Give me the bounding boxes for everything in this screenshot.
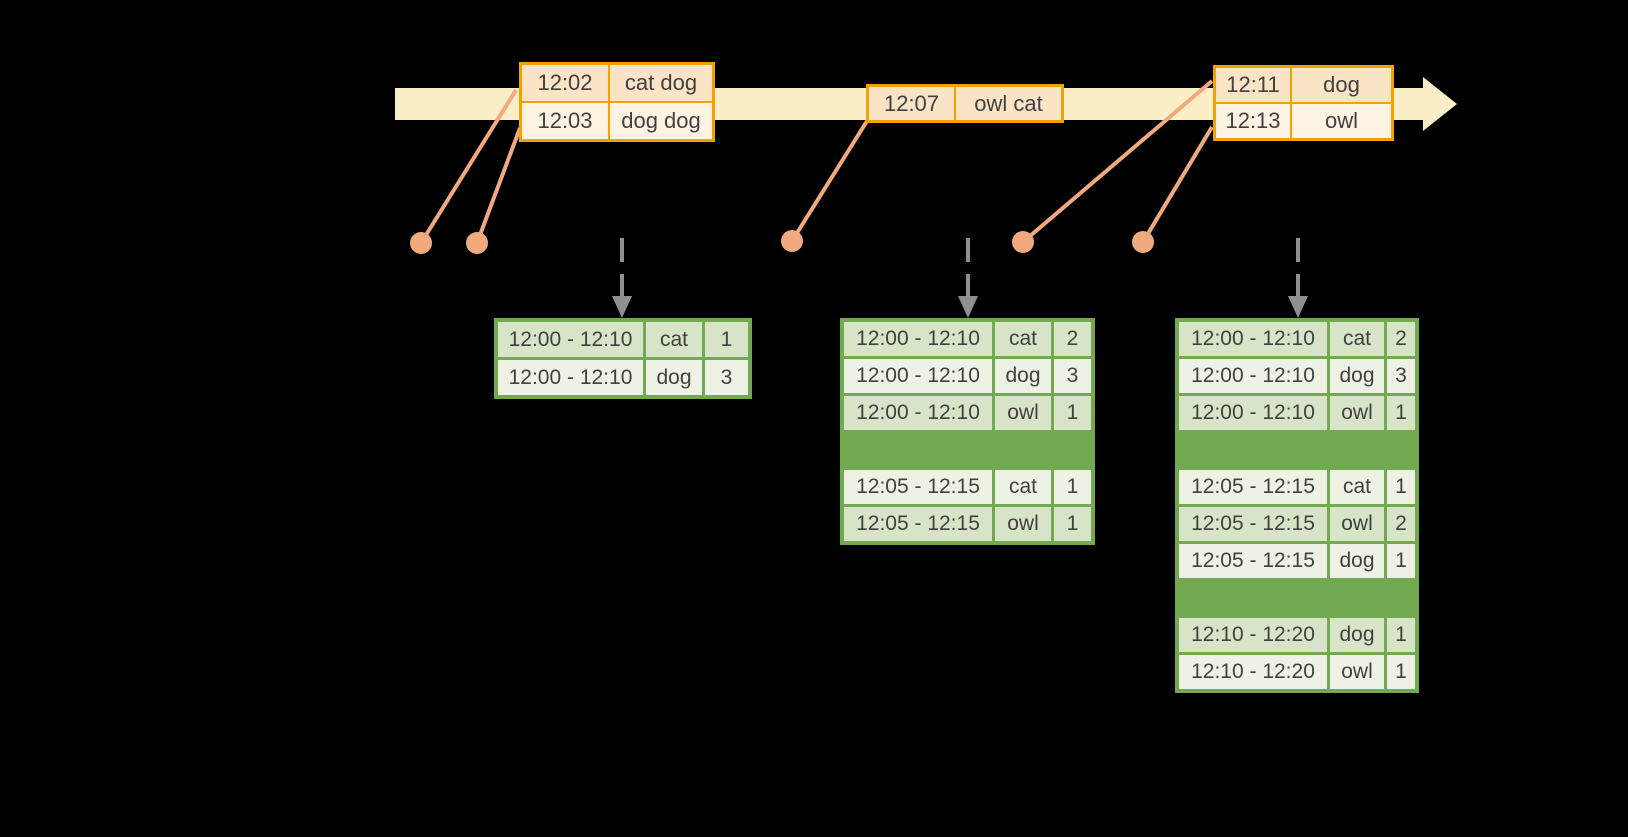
event-words-cell: owl cat	[956, 87, 1061, 120]
count-cell: 1	[1387, 470, 1415, 504]
event-dot-icon	[1012, 231, 1034, 253]
count-cell: 2	[1054, 322, 1091, 356]
word-cell: dog	[995, 359, 1051, 393]
trigger-arrows	[612, 238, 1308, 318]
event-table-1207: 12:07 owl cat	[866, 84, 1064, 123]
window-group-separator	[1179, 581, 1415, 585]
window-group-separator	[1179, 433, 1415, 437]
count-cell: 1	[1387, 396, 1415, 430]
window-cell: 12:05 - 12:15	[844, 470, 992, 504]
window-cell: 12:05 - 12:15	[1179, 544, 1327, 578]
event-words-cell: owl	[1292, 104, 1391, 138]
event-words-cell: dog	[1292, 68, 1391, 102]
count-cell: 1	[1387, 618, 1415, 652]
event-words-cell: dog dog	[610, 103, 712, 139]
count-cell: 3	[1387, 359, 1415, 393]
window-cell: 12:00 - 12:10	[498, 360, 643, 395]
event-dot-icon	[410, 232, 432, 254]
event-connector-line	[1141, 125, 1214, 244]
event-time-cell: 12:11	[1216, 68, 1290, 102]
word-cell: dog	[1330, 359, 1384, 393]
timeline-arrowhead-icon	[1423, 77, 1457, 131]
window-cell: 12:05 - 12:15	[1179, 507, 1327, 541]
trigger-arrowhead-icon	[958, 296, 978, 318]
count-cell: 3	[1054, 359, 1091, 393]
word-cell: cat	[1330, 470, 1384, 504]
event-connector-line	[419, 88, 518, 245]
count-cell: 1	[1387, 655, 1415, 689]
event-time-cell: 12:03	[522, 103, 608, 139]
word-cell: owl	[1330, 396, 1384, 430]
word-cell: cat	[995, 470, 1051, 504]
word-cell: owl	[995, 507, 1051, 541]
word-cell: dog	[1330, 544, 1384, 578]
count-cell: 2	[1387, 322, 1415, 356]
trigger-arrowhead-icon	[612, 296, 632, 318]
window-cell: 12:05 - 12:15	[1179, 470, 1327, 504]
count-cell: 1	[1387, 544, 1415, 578]
word-cell: owl	[1330, 655, 1384, 689]
word-cell: cat	[1330, 322, 1384, 356]
window-cell: 12:00 - 12:10	[844, 359, 992, 393]
event-connectors	[410, 79, 1214, 254]
word-cell: dog	[646, 360, 702, 395]
window-cell: 12:10 - 12:20	[1179, 618, 1327, 652]
event-dot-icon	[466, 232, 488, 254]
event-dot-icon	[1132, 231, 1154, 253]
event-time-cell: 12:13	[1216, 104, 1290, 138]
event-connector-line	[1021, 79, 1214, 244]
word-cell: owl	[1330, 507, 1384, 541]
count-cell: 3	[705, 360, 748, 395]
trigger-arrowhead-icon	[1288, 296, 1308, 318]
result-table-1: 12:00 - 12:10 cat 1 12:00 - 12:10 dog 3	[494, 318, 752, 399]
word-cell: owl	[995, 396, 1051, 430]
event-time-cell: 12:07	[869, 87, 954, 120]
count-cell: 1	[1054, 470, 1091, 504]
word-cell: cat	[646, 322, 702, 357]
window-cell: 12:00 - 12:10	[1179, 396, 1327, 430]
event-connector-line	[790, 119, 869, 243]
window-cell: 12:00 - 12:10	[1179, 322, 1327, 356]
window-cell: 12:05 - 12:15	[844, 507, 992, 541]
window-cell: 12:00 - 12:10	[1179, 359, 1327, 393]
count-cell: 1	[1054, 507, 1091, 541]
event-time-cell: 12:02	[522, 65, 608, 101]
window-cell: 12:00 - 12:10	[498, 322, 643, 357]
window-group-separator	[844, 433, 1091, 437]
count-cell: 1	[705, 322, 748, 357]
event-dot-icon	[781, 230, 803, 252]
event-connector-line	[475, 127, 522, 244]
result-table-3: 12:00 - 12:10 cat 2 12:00 - 12:10 dog 3 …	[1175, 318, 1419, 693]
count-cell: 1	[1054, 396, 1091, 430]
event-table-1211: 12:11 dog 12:13 owl	[1213, 65, 1394, 141]
window-cell: 12:10 - 12:20	[1179, 655, 1327, 689]
window-cell: 12:00 - 12:10	[844, 396, 992, 430]
window-cell: 12:00 - 12:10	[844, 322, 992, 356]
result-table-2: 12:00 - 12:10 cat 2 12:00 - 12:10 dog 3 …	[840, 318, 1095, 545]
word-cell: dog	[1330, 618, 1384, 652]
count-cell: 2	[1387, 507, 1415, 541]
word-cell: cat	[995, 322, 1051, 356]
event-table-1202: 12:02 cat dog 12:03 dog dog	[519, 62, 715, 142]
event-words-cell: cat dog	[610, 65, 712, 101]
